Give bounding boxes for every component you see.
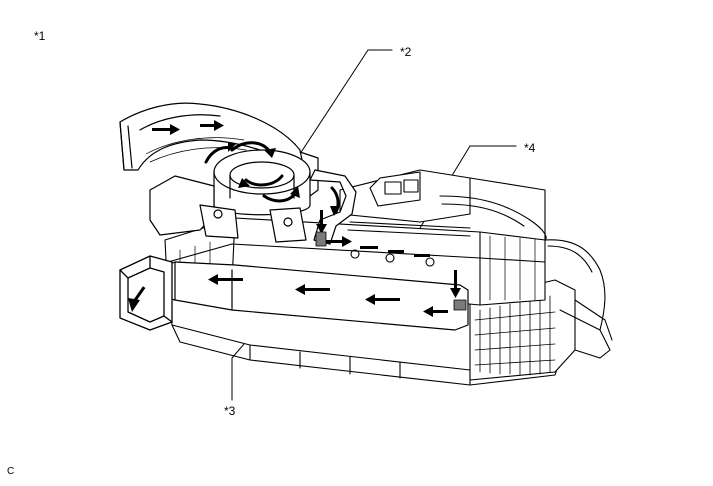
drop-arrow-1 bbox=[316, 210, 327, 234]
duct-arrow-2 bbox=[295, 284, 330, 295]
callout-3: *3 bbox=[224, 404, 236, 418]
leader-line-2-diag bbox=[295, 49, 369, 161]
airflow-arrows bbox=[128, 120, 461, 317]
stack-arrow-4 bbox=[414, 254, 430, 257]
stack-arrow-2 bbox=[360, 246, 378, 249]
stack-arrow-3 bbox=[388, 250, 404, 253]
vent-grille bbox=[474, 295, 556, 376]
duct-inlet bbox=[119, 255, 173, 331]
intake-arrow-2 bbox=[200, 120, 224, 131]
intake-arrow-1 bbox=[152, 124, 180, 135]
duct-arrow-4 bbox=[423, 306, 448, 317]
figure-code: C bbox=[7, 466, 15, 477]
blower-swirl-heads bbox=[228, 142, 340, 216]
callout-2: *2 bbox=[400, 45, 412, 59]
callout-4: *4 bbox=[524, 141, 536, 155]
duct-arrow-3 bbox=[365, 294, 400, 305]
callout-1: *1 bbox=[34, 29, 46, 43]
duct-arrow-1 bbox=[208, 274, 243, 285]
inlet-arrow bbox=[128, 286, 146, 312]
dark-fittings bbox=[315, 231, 467, 311]
stack-arrow-1 bbox=[322, 236, 352, 247]
drop-arrow-2 bbox=[450, 270, 461, 298]
